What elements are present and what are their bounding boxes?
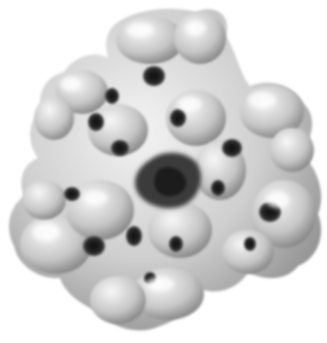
- surface-lobes: [20, 12, 316, 324]
- specular-highlights: [32, 21, 290, 291]
- central-cavity: [135, 152, 201, 209]
